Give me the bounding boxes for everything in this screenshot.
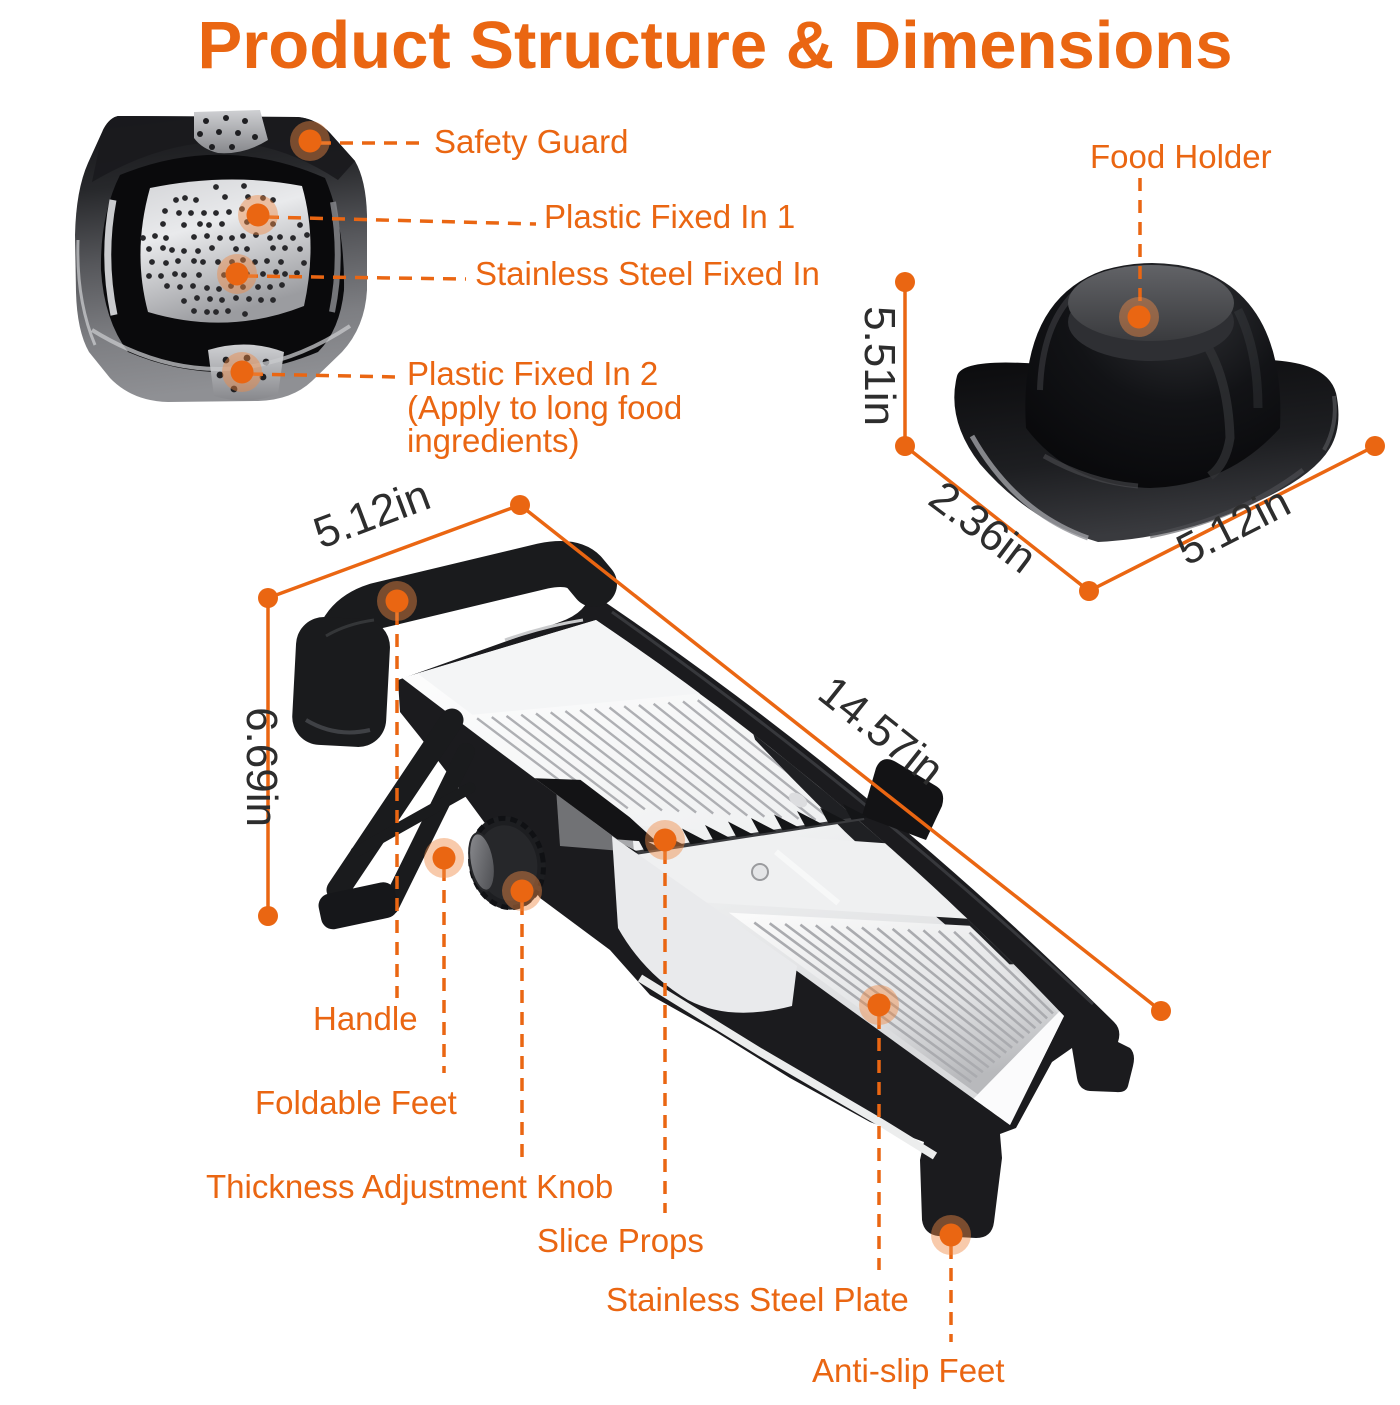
svg-text:Plastic Fixed In 2: Plastic Fixed In 2 (407, 355, 658, 392)
svg-text:Stainless Steel Plate: Stainless Steel Plate (606, 1281, 909, 1318)
svg-text:Stainless Steel Fixed In: Stainless Steel Fixed In (475, 255, 820, 292)
svg-text:Handle: Handle (313, 1000, 418, 1037)
svg-text:Anti-slip Feet: Anti-slip Feet (812, 1352, 1005, 1389)
svg-text:5.51in: 5.51in (855, 306, 904, 426)
svg-text:Food Holder: Food Holder (1090, 138, 1272, 175)
svg-text:Foldable Feet: Foldable Feet (255, 1084, 457, 1121)
svg-text:6.69in: 6.69in (237, 707, 286, 827)
svg-text:Product Structure & Dimensions: Product Structure & Dimensions (198, 8, 1233, 83)
svg-text:ingredients): ingredients) (407, 422, 579, 459)
svg-text:Plastic Fixed In 1: Plastic Fixed In 1 (544, 198, 795, 235)
svg-text:Thickness Adjustment Knob: Thickness Adjustment Knob (206, 1168, 613, 1205)
svg-text:(Apply to long food: (Apply to long food (407, 389, 682, 426)
svg-text:Safety Guard: Safety Guard (434, 123, 628, 160)
svg-text:Slice Props: Slice Props (537, 1222, 704, 1259)
